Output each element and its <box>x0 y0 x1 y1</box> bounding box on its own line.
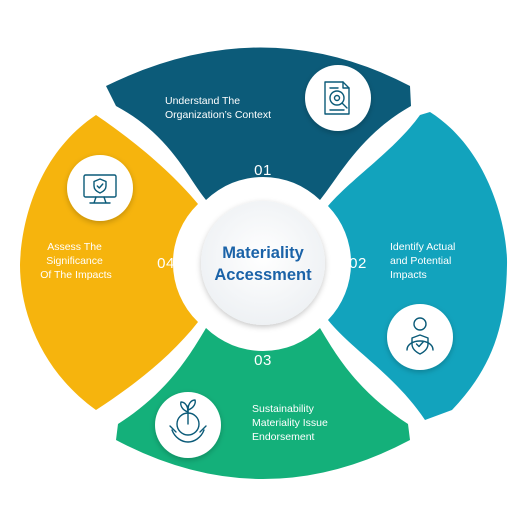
segment-03-number: 03 <box>254 352 272 369</box>
center-title-line1: Materiality <box>222 244 304 262</box>
person-shield-icon <box>387 304 453 370</box>
segment-03-label-line: Endorsement <box>252 431 315 443</box>
center-title-line2: Accessment <box>214 266 312 284</box>
segment-03-label-line: Materiality Issue <box>252 417 328 429</box>
center-circle <box>201 201 325 325</box>
segment-03-label-line: Sustainability <box>252 403 315 415</box>
monitor-shield-icon <box>67 155 133 221</box>
segment-02-label-line: and Potential <box>390 255 451 267</box>
segment-02-label-line: Identify Actual <box>390 241 455 253</box>
segment-02 <box>328 112 508 420</box>
document-search-icon <box>305 65 371 131</box>
segment-04-label-line: Significance <box>46 255 103 267</box>
segment-04-label: Assess The Significance Of The Impacts <box>40 241 112 281</box>
segment-01-number: 01 <box>254 162 272 179</box>
segment-01-label: Understand The Organization’s Context <box>165 95 271 121</box>
hands-plant-icon <box>155 392 221 458</box>
segment-01-label-line: Organization’s Context <box>165 109 271 121</box>
segment-02-label-line: Impacts <box>390 269 427 281</box>
segment-02-number: 02 <box>349 255 367 272</box>
segment-04 <box>20 115 198 410</box>
segment-04-label-line: Assess The <box>47 241 102 253</box>
segment-04-number: 04 <box>157 255 175 272</box>
segment-03-label: Sustainability Materiality Issue Endorse… <box>252 403 331 443</box>
segment-02-label: Identify Actual and Potential Impacts <box>390 241 458 281</box>
segment-04-label-line: Of The Impacts <box>40 269 112 281</box>
segment-01-label-line: Understand The <box>165 95 240 107</box>
